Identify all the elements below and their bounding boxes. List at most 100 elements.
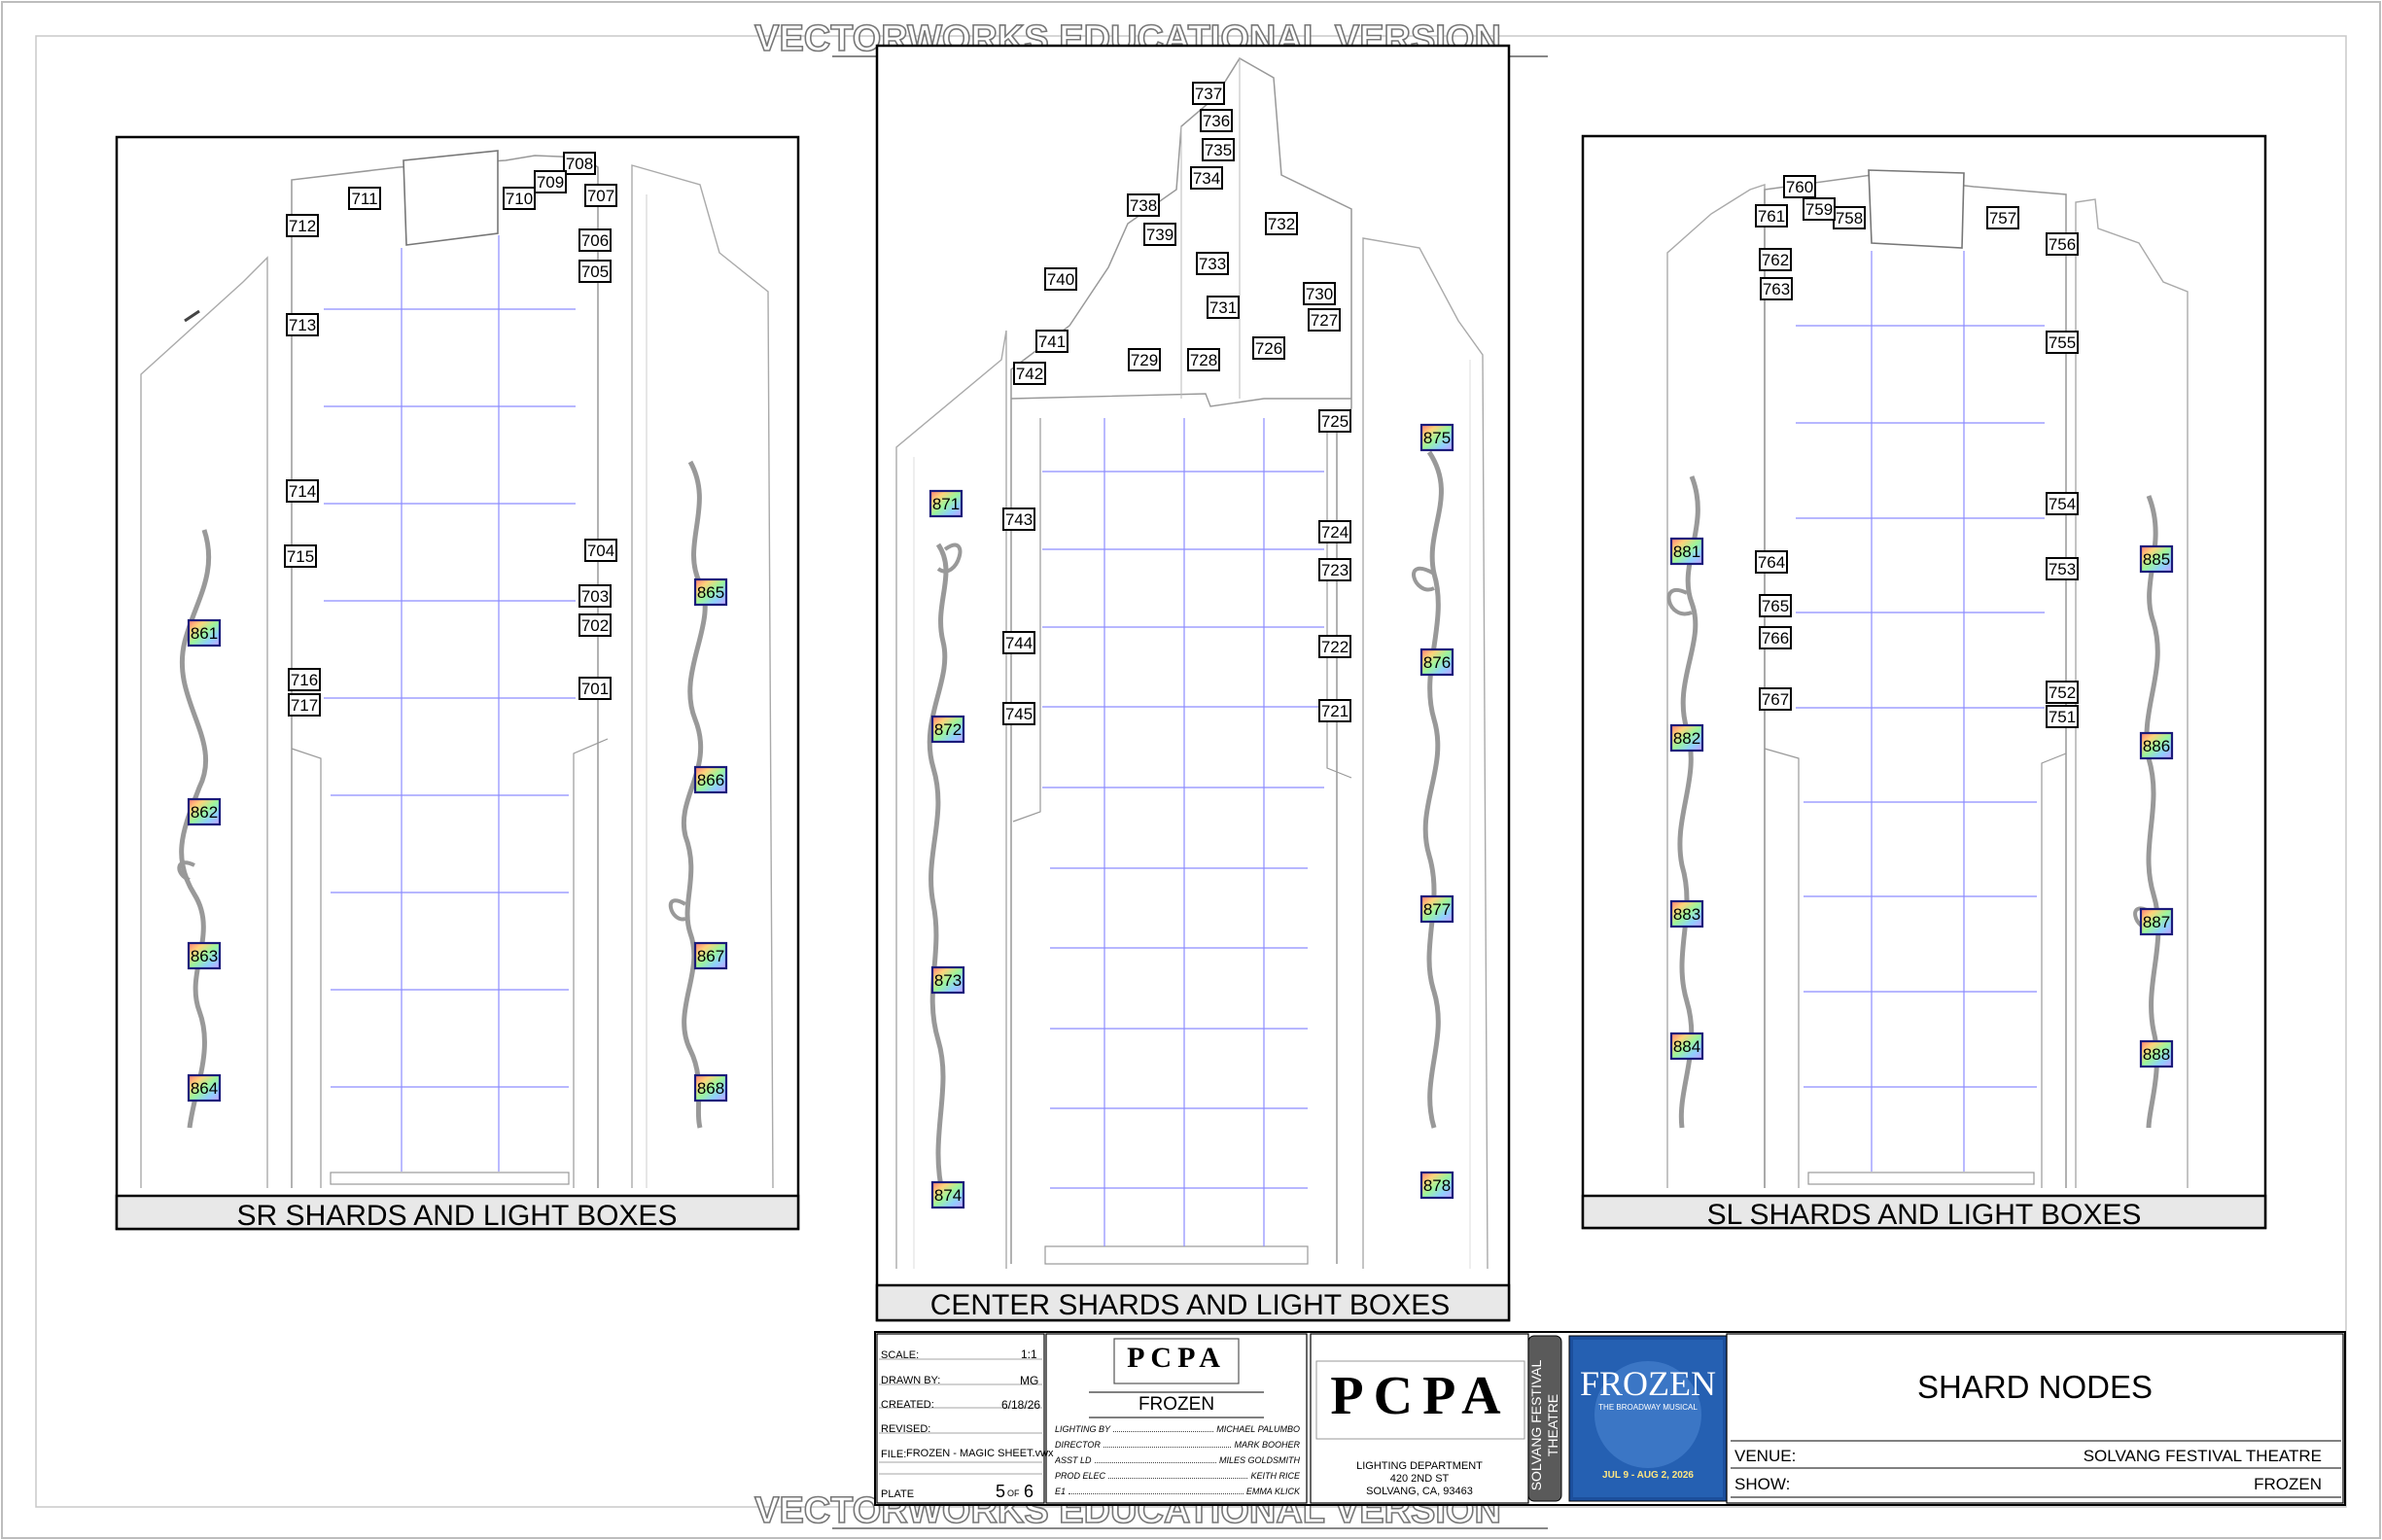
shard-node-label: 710: [506, 190, 533, 208]
shard-node-label: 761: [1758, 207, 1785, 226]
shard-node-box: [1128, 348, 1161, 371]
shard-node-box: [1202, 138, 1235, 161]
sr-panel: SR SHARDS AND LIGHT BOXES 70170270370470…: [115, 135, 800, 1232]
shard-node-label: 723: [1321, 561, 1349, 579]
shard-node-box: [1207, 296, 1240, 319]
light-box-label: 882: [1673, 729, 1700, 748]
center-panel: CENTER SHARDS AND LIGHT BOXES 7217227237…: [875, 44, 1511, 1322]
shard-node-box: [1759, 626, 1792, 649]
shard-node-box: [578, 584, 612, 608]
poster-dates: JUL 9 - AUG 2, 2026: [1602, 1470, 1694, 1481]
shard-node-box: [584, 184, 617, 207]
shard-node-label: 724: [1321, 523, 1349, 542]
poster-title: FROZEN: [1579, 1364, 1716, 1403]
shard-node-box: [1759, 248, 1792, 271]
shard-node-box: [2046, 232, 2079, 256]
light-box-label: 866: [697, 771, 724, 789]
light-box-label: 867: [697, 947, 724, 965]
shard-node-box: [1760, 277, 1793, 300]
shard-node-label: 763: [1763, 280, 1790, 298]
created-label: CREATED:: [881, 1399, 934, 1411]
light-box-label: 875: [1423, 429, 1451, 447]
credit-role: LIGHTING BY: [1055, 1424, 1111, 1434]
light-box-label: 861: [191, 624, 218, 643]
shard-node-label: 745: [1005, 705, 1033, 723]
shard-node-label: 708: [566, 155, 593, 173]
shard-node-box: [1187, 348, 1220, 371]
light-box-label: 863: [191, 947, 218, 965]
shard-node-box: [2046, 557, 2079, 580]
credit-role: E1: [1055, 1487, 1067, 1496]
shard-node-box: [563, 152, 596, 175]
shard-node-box: [1002, 631, 1035, 654]
credit-leader: [1108, 1468, 1248, 1479]
shard-node-box: [1200, 109, 1233, 132]
shard-node-box: [1318, 520, 1351, 543]
shard-node-label: 701: [581, 680, 609, 698]
shard-node-box: [534, 170, 567, 193]
light-box-marker: [187, 618, 222, 648]
title-block: [874, 1331, 2346, 1506]
venue-label: VENUE:: [1734, 1447, 1797, 1465]
shard-node-box: [578, 260, 612, 283]
show-value: FROZEN: [2254, 1475, 2322, 1493]
dept-line-1: LIGHTING DEPARTMENT: [1356, 1460, 1483, 1472]
light-box-marker: [693, 1073, 728, 1102]
shard-node-box: [286, 479, 319, 503]
shard-node-label: 712: [289, 217, 316, 235]
light-box-label: 872: [934, 720, 962, 739]
shard-node-label: 728: [1190, 351, 1217, 369]
shard-node-label: 766: [1762, 629, 1789, 648]
light-box-marker: [693, 578, 728, 607]
shard-node-label: 767: [1762, 690, 1789, 709]
shard-node-box: [1035, 330, 1068, 353]
scale-value: 1:1: [1021, 1348, 1037, 1361]
scale-label: SCALE:: [881, 1349, 920, 1361]
show-name: FROZEN: [1138, 1394, 1215, 1415]
shard-node-box: [288, 693, 321, 717]
shard-node-label: 726: [1255, 339, 1282, 358]
light-box-marker: [2139, 1039, 2174, 1068]
pcpa-logo-small: PCPA: [1127, 1342, 1226, 1374]
shard-node-box: [1002, 702, 1035, 725]
center-panel-title: CENTER SHARDS AND LIGHT BOXES: [930, 1289, 1451, 1321]
credit-role: DIRECTOR: [1055, 1440, 1101, 1450]
light-box-marker: [1419, 648, 1454, 677]
dept-line-3: SOLVANG, CA, 93463: [1366, 1486, 1473, 1497]
shard-node-box: [1318, 635, 1351, 658]
light-box-label: 862: [191, 803, 218, 822]
shard-node-box: [1303, 282, 1336, 305]
shard-node-box: [584, 539, 617, 562]
shard-node-label: 764: [1758, 553, 1785, 572]
light-box-label: 874: [934, 1186, 962, 1205]
pcpa-logo-large: PCPA: [1330, 1366, 1511, 1426]
file-value: FROZEN - MAGIC SHEET.vwx: [906, 1448, 1054, 1459]
shard-node-box: [1318, 558, 1351, 581]
shard-node-box: [1803, 197, 1836, 221]
shard-node-label: 709: [537, 173, 564, 192]
shard-node-label: 717: [291, 696, 318, 715]
shard-node-box: [503, 187, 536, 210]
light-box-marker: [1419, 423, 1454, 452]
shard-node-box: [288, 668, 321, 691]
plate-label: PLATE: [881, 1488, 915, 1500]
drawn-label: DRAWN BY:: [881, 1375, 941, 1386]
shard-node-label: 714: [289, 482, 316, 501]
light-box-label: 864: [191, 1079, 218, 1098]
shard-node-box: [2046, 705, 2079, 728]
plate-number: 5: [996, 1482, 1006, 1501]
credit-name: MILES GOLDSMITH: [1218, 1455, 1300, 1465]
credit-leader: [1113, 1421, 1214, 1432]
shard-node-box: [1044, 267, 1077, 291]
shard-node-label: 744: [1005, 634, 1033, 652]
shard-node-label: 716: [291, 671, 318, 689]
shard-node-box: [1127, 193, 1160, 217]
sr-panel-title: SR SHARDS AND LIGHT BOXES: [237, 1200, 678, 1232]
shard-node-label: 754: [2049, 495, 2076, 513]
shard-node-label: 704: [587, 542, 614, 560]
shard-node-box: [1013, 362, 1046, 385]
venue-value: SOLVANG FESTIVAL THEATRE: [2083, 1447, 2322, 1465]
